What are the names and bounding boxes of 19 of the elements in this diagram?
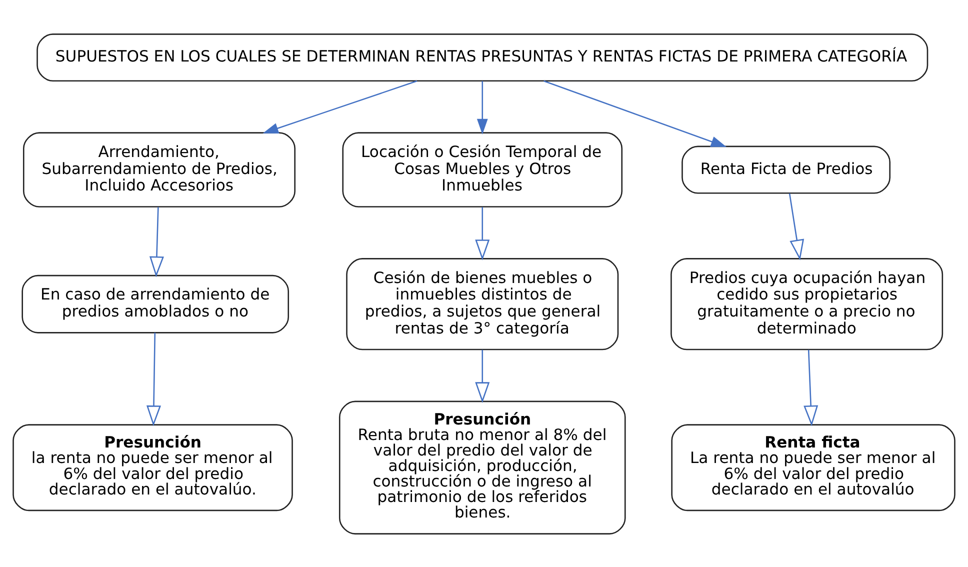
node-box: Locación o Cesión Temporal de Cosas Muebles y Otros Inmuebles [342,132,623,207]
node-box: Presunción la renta no puede ser menor al 6% del valor del predio declarado en el autovalúo. [12,424,293,511]
node-box: Renta Ficta de Predios [682,145,890,194]
arrow [544,80,727,147]
arrow [146,332,162,426]
arrow [475,349,490,402]
arrow [476,80,488,134]
node-box: SUPUESTOS EN LOS CUALES SE DETERMINAN RENTAS PRESUNTAS Y RENTAS FICTAS DE PRIMERA CATEGORÍA [36,33,928,82]
arrow [149,206,164,277]
node-box: Renta ficta La renta no puede ser menor al 6% del valor del predio declarado en el autovalúo [671,424,956,511]
node-box: En caso de arrendamiento de predios amoblados o no [22,274,290,333]
node-box: Arrendamiento, Subarrendamiento de Predios, Incluido Accesorios [22,132,296,207]
node-box: Presunción Renta bruta no menor al 8% del valor del predio del valor de adquisición, producción, construcción o de ingreso al patrimonio de los referidos bienes. [338,400,626,534]
arrow [804,349,818,426]
node-box: Predios cuya ocupación hayan cedido sus propietarios gratuitamente o a precio no determinado [670,258,944,350]
node-box: Cesión de bienes muebles o inmuebles distintos de predios, a sujetos que general rentas de 3° categoría [346,258,619,350]
arrow [475,206,490,260]
arrow [788,192,804,260]
arrow [262,80,418,134]
